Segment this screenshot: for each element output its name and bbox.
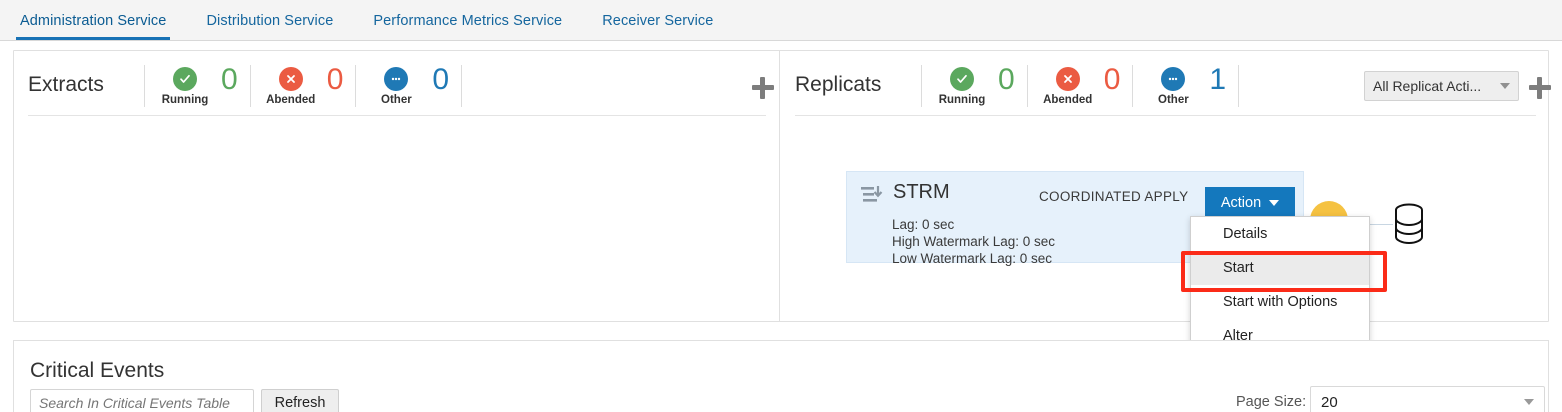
chevron-down-icon — [1269, 200, 1280, 206]
replicats-header: Replicats Running 0 — [781, 51, 1551, 116]
tab-distribution-service[interactable]: Distribution Service — [186, 0, 353, 40]
critical-events-card: Critical Events Refresh Page Size: 20 — [13, 340, 1549, 412]
services-overview-card: Extracts Running 0 — [13, 50, 1551, 322]
panel-vertical-divider — [779, 50, 780, 322]
menu-item-details[interactable]: Details — [1191, 217, 1369, 251]
extracts-panel: Extracts Running 0 — [14, 51, 780, 322]
extracts-divider — [28, 115, 766, 116]
all-replicat-actions-select[interactable]: All Replicat Acti... — [1364, 71, 1519, 101]
menu-item-start-with-options[interactable]: Start with Options — [1191, 285, 1369, 319]
tab-receiver-service[interactable]: Receiver Service — [582, 0, 733, 40]
replicats-status-group: Running 0 Abended 0 — [921, 63, 1240, 107]
extracts-other-count: 0 — [432, 63, 450, 96]
check-circle-icon — [950, 66, 974, 91]
action-button-label: Action — [1220, 195, 1262, 211]
replicats-title: Replicats — [795, 73, 882, 96]
tab-label: Performance Metrics Service — [373, 13, 563, 29]
replicats-abended-label: Abended — [1043, 93, 1093, 106]
tab-label: Distribution Service — [206, 13, 334, 29]
ellipsis-circle-icon — [1161, 66, 1186, 91]
replicat-high-watermark-lag: High Watermark Lag: 0 sec — [892, 234, 1056, 249]
extracts-running-label: Running — [161, 93, 209, 106]
extracts-running-count: 0 — [221, 63, 238, 96]
replicat-apply-icon — [861, 186, 883, 211]
replicats-abended-count: 0 — [1103, 63, 1121, 96]
menu-item-label: Details — [1223, 226, 1268, 242]
replicats-running-count: 0 — [998, 63, 1015, 96]
menu-item-label: Start — [1223, 260, 1254, 276]
refresh-button-label: Refresh — [274, 395, 326, 411]
tab-label: Receiver Service — [602, 13, 714, 29]
replicats-running-label: Running — [938, 93, 986, 106]
add-replicat-button[interactable] — [1529, 77, 1551, 99]
replicats-panel: Replicats Running 0 — [781, 51, 1551, 322]
check-circle-icon — [173, 66, 197, 91]
page-size-value: 20 — [1321, 393, 1338, 411]
replicat-low-watermark-lag: Low Watermark Lag: 0 sec — [892, 251, 1053, 266]
tab-performance-metrics-service[interactable]: Performance Metrics Service — [353, 0, 582, 40]
action-button[interactable]: Action — [1205, 187, 1295, 219]
replicats-stat-other[interactable]: Other 1 — [1132, 63, 1240, 107]
extracts-stat-running[interactable]: Running 0 — [144, 65, 250, 107]
extracts-header: Extracts Running 0 — [14, 51, 780, 116]
database-icon — [1393, 203, 1425, 250]
tab-label: Administration Service — [20, 13, 167, 29]
add-extract-button[interactable] — [752, 77, 774, 99]
extracts-stat-abended[interactable]: Abended 0 — [249, 63, 356, 107]
chevron-down-icon — [1500, 83, 1510, 89]
tab-administration-service[interactable]: Administration Service — [0, 0, 186, 40]
replicats-other-count: 1 — [1209, 63, 1227, 96]
x-circle-icon — [278, 66, 303, 91]
service-tab-bar: Administration Service Distribution Serv… — [0, 0, 1562, 41]
search-input[interactable] — [30, 389, 254, 412]
menu-item-start[interactable]: Start — [1191, 251, 1369, 285]
extracts-status-group: Running 0 Abended 0 — [144, 63, 463, 107]
page-size-select[interactable]: 20 — [1310, 386, 1545, 412]
replicats-stat-abended[interactable]: Abended 0 — [1026, 63, 1133, 107]
replicat-name: STRM — [893, 181, 950, 203]
extracts-abended-label: Abended — [266, 93, 316, 106]
replicats-divider — [795, 115, 1536, 116]
replicats-other-label: Other — [1158, 93, 1189, 106]
refresh-button[interactable]: Refresh — [261, 389, 339, 412]
replicat-lag-info: Lag: 0 sec High Watermark Lag: 0 sec Low… — [892, 216, 1055, 267]
page-size-label: Page Size: — [1236, 394, 1307, 410]
all-replicat-actions-value: All Replicat Acti... — [1373, 78, 1482, 94]
critical-events-title: Critical Events — [30, 359, 165, 382]
chevron-down-icon — [1524, 399, 1534, 405]
x-circle-icon — [1055, 66, 1080, 91]
replicat-lag: Lag: 0 sec — [892, 217, 955, 232]
replicat-type-label: COORDINATED APPLY — [1039, 189, 1189, 204]
extracts-title: Extracts — [28, 73, 104, 96]
extracts-stat-other[interactable]: Other 0 — [355, 63, 463, 107]
ellipsis-circle-icon — [384, 66, 409, 91]
extracts-other-label: Other — [381, 93, 412, 106]
menu-item-label: Start with Options — [1223, 294, 1338, 310]
replicats-stat-running[interactable]: Running 0 — [921, 65, 1027, 107]
extracts-abended-count: 0 — [326, 63, 344, 96]
